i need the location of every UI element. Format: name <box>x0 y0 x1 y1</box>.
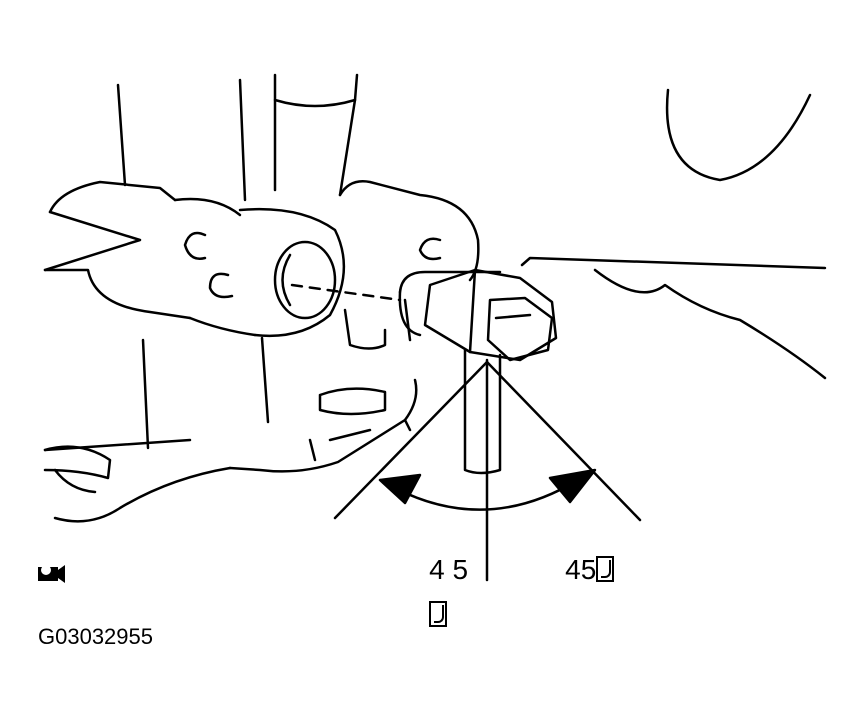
figure-code: G03032955 <box>38 624 153 649</box>
bracket-body <box>43 180 480 350</box>
angle-right-value: 45 <box>565 554 597 585</box>
upper-shaft <box>273 73 359 197</box>
angle-left-label: 4 5 <box>398 528 468 612</box>
degree-glyph-icon <box>429 601 448 627</box>
angle-right-label: 45 <box>534 528 615 612</box>
degree-glyph-icon <box>596 556 615 582</box>
bracket-holes <box>183 231 442 320</box>
degree-glyph-left <box>398 573 448 657</box>
frame-lines <box>116 78 270 450</box>
dashed-axis <box>290 283 402 302</box>
angle-left-value: 4 5 <box>429 554 469 585</box>
angle-guides <box>333 358 642 582</box>
housing-curve <box>665 88 812 182</box>
right-housing <box>593 268 827 380</box>
lower-arm <box>43 378 418 523</box>
plug-bolt <box>398 256 827 475</box>
